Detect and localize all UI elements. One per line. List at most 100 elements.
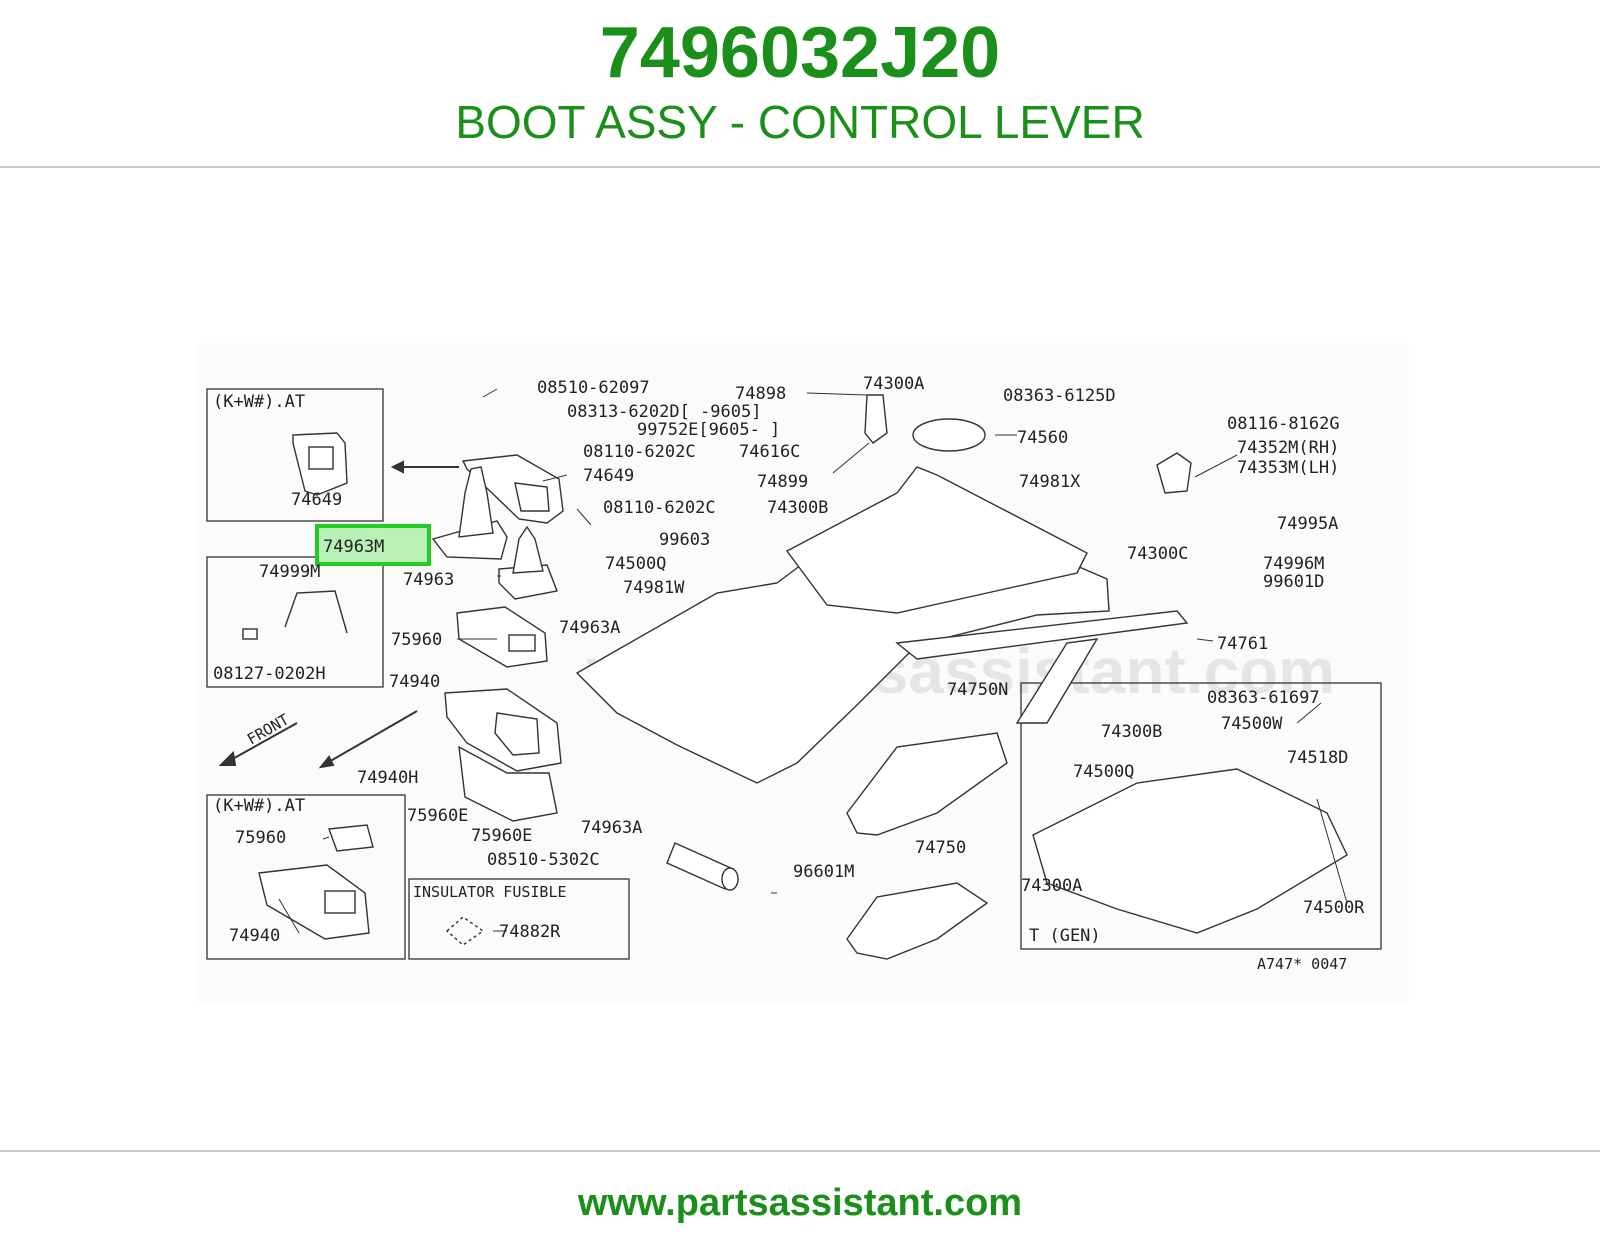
part-74940-box [258, 864, 370, 940]
label-74649: 74649 [583, 466, 634, 486]
leader-08363-61697 [1296, 702, 1322, 724]
box-bottom-left-part2: 74940 [229, 926, 280, 946]
label-74940: 74940 [389, 672, 440, 692]
label-74353m: 74353M(LH) [1237, 458, 1339, 478]
part-74940-window [494, 712, 540, 756]
label-74963a-a: 74963A [559, 618, 620, 638]
label-74500r: 74500R [1303, 898, 1365, 918]
box-mid-left-bolt: 08127-0202H [213, 664, 326, 684]
parts-diagram: www.partsassistant.com [197, 343, 1409, 1003]
part-75960-window [508, 634, 536, 652]
label-74500q-b: 74500Q [1073, 762, 1134, 782]
part-74750 [846, 882, 989, 960]
box-insulator [408, 878, 630, 960]
part-75960-box [328, 824, 374, 852]
front-arrow-head [218, 750, 237, 766]
label-74750n: 74750N [947, 680, 1008, 700]
part-96601m-end [721, 867, 739, 891]
part-74560 [912, 418, 986, 452]
leader-74500r [1316, 798, 1348, 904]
header-divider [0, 166, 1600, 168]
label-74352m: 74352M(RH) [1237, 438, 1339, 458]
box-insulator-part: 74882R [499, 922, 561, 942]
label-74761: 74761 [1217, 634, 1268, 654]
leader-74899 [832, 442, 870, 474]
label-08363-6125d: 08363-6125D [1003, 386, 1116, 406]
box-right [1020, 682, 1382, 950]
label-74963m[interactable]: 74963M [323, 537, 384, 557]
part-74649-window [514, 482, 550, 512]
box-top-left-part: 74649 [291, 490, 342, 510]
box-mid-left [206, 556, 384, 688]
leader-74761 [1196, 638, 1214, 642]
label-74963: 74963 [403, 570, 454, 590]
label-74500q-a: 74500Q [605, 554, 666, 574]
label-74981w: 74981W [623, 578, 685, 598]
leader-08110-b [576, 508, 592, 526]
label-74300b-b: 74300B [1101, 722, 1162, 742]
footer-website[interactable]: www.partsassistant.com [577, 1182, 1023, 1224]
label-74981x: 74981X [1019, 472, 1081, 492]
label-08116-8162g: 08116-8162G [1227, 414, 1340, 434]
part-08127-bolt [242, 628, 258, 640]
label-74560: 74560 [1017, 428, 1068, 448]
leader-08510-62097 [482, 388, 498, 398]
part-74963-boot [512, 525, 544, 574]
label-74996m: 74996M [1263, 554, 1324, 574]
part-74882r [445, 916, 485, 946]
arrow-front-direction [326, 710, 418, 764]
front-arrow [228, 722, 298, 762]
arrow-head-box [390, 460, 404, 474]
part-74963m-boot [458, 466, 494, 538]
box-bottom-left [206, 794, 406, 960]
floor-pan-rear [785, 466, 1088, 614]
label-08313-6202d: 08313-6202D[ -9605] [567, 402, 761, 422]
part-name: BOOT ASSY - CONTROL LEVER [455, 96, 1145, 148]
box-top-left-title: (K+W#).AT [213, 392, 305, 412]
label-74500w: 74500W [1221, 714, 1283, 734]
part-74898 [864, 394, 888, 444]
parts-diagram-svg: www.partsassistant.com [197, 343, 1409, 1003]
leader-74898 [806, 392, 868, 396]
label-reference: A747* 0047 [1257, 955, 1347, 973]
leader-74649 [542, 474, 568, 482]
box-bottom-left-title: (K+W#).AT [213, 796, 305, 816]
label-75960e-a: 75960E [407, 806, 468, 826]
leader-74940-box [278, 898, 300, 934]
part-74940-box-window [324, 890, 356, 914]
part-74999m [284, 590, 348, 634]
part-74500r [1032, 768, 1348, 934]
label-99601d: 99601D [1263, 572, 1324, 592]
header: 7496032J20 BOOT ASSY - CONTROL LEVER [0, 0, 1600, 168]
label-74518d: 74518D [1287, 748, 1348, 768]
part-74761 [895, 610, 1189, 660]
leader-74352m [1194, 454, 1238, 478]
part-number: 7496032J20 [599, 13, 1001, 93]
part-74750n [846, 732, 1008, 836]
arrow-head-front [318, 755, 335, 769]
box-right-title: T (GEN) [1029, 926, 1101, 946]
label-74300b-a: 74300B [767, 498, 828, 518]
label-74300c: 74300C [1127, 544, 1188, 564]
label-96601m: 96601M [793, 862, 854, 882]
label-74940h: 74940H [357, 768, 418, 788]
label-75960: 75960 [391, 630, 442, 650]
part-74940h [458, 745, 558, 822]
label-74300a-a: 74300A [863, 374, 924, 394]
label-08363-61697: 08363-61697 [1207, 688, 1320, 708]
label-75960e-b: 75960E [471, 826, 532, 846]
label-74616c: 74616C [739, 442, 800, 462]
label-74963a-b: 74963A [581, 818, 642, 838]
label-99603: 99603 [659, 530, 710, 550]
part-96601m [666, 842, 734, 890]
label-08110-6202c-b: 08110-6202C [603, 498, 716, 518]
footer-divider [0, 1150, 1600, 1152]
label-08110-6202c-a: 08110-6202C [583, 442, 696, 462]
highlight-74963m[interactable] [315, 524, 431, 566]
box-top-left [206, 388, 384, 522]
label-74899: 74899 [757, 472, 808, 492]
leader-75960-box [322, 836, 330, 840]
label-74750: 74750 [915, 838, 966, 858]
part-74761-leg [1015, 638, 1099, 724]
label-74300a-b: 74300A [1021, 876, 1082, 896]
